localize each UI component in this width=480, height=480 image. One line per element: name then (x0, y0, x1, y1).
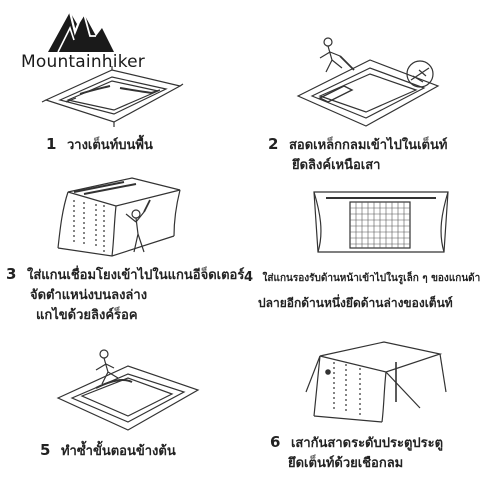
mountain-logo-icon (46, 6, 116, 54)
step-number: 2 (268, 135, 279, 153)
step-number: 3 (6, 265, 17, 283)
illustration-step-2 (292, 30, 442, 132)
brand-name: Mountainhiker (21, 52, 145, 72)
step-text: ปลายอีกด้านหนึ่งยึดด้านล่างของเต็นท์ (258, 296, 453, 310)
step-number: 5 (40, 441, 51, 459)
step-text: สอดเหล็กกลมเข้าไปในเต็นท์ (288, 138, 448, 153)
illustration-step-5 (52, 338, 202, 438)
illustration-step-1 (40, 60, 185, 132)
illustration-step-6 (300, 332, 450, 428)
step-text: ยึดเต็นท์ด้วยเชือกลม (288, 456, 404, 471)
step-text: จัดตำแหน่งบนลงล่าง (30, 288, 148, 303)
step-text: เสากันสาดระดับประตูประตู (290, 436, 444, 451)
step-number: 6 (270, 433, 281, 451)
step-text: ทำซ้ำขั้นตอนข้างต้น (60, 444, 176, 459)
step-number: 4 (244, 270, 254, 285)
caption-step-3: 3 ใส่แกนเชื่อมโยงเข้าไปในแกนอีจ็ดเตอร์ จ… (6, 264, 244, 326)
caption-step-4: 4 ใส่แกนรองรับด้านหน้าเข้าไปในรูเล็ก ๆ ข… (244, 268, 480, 313)
caption-step-1: 1 วางเต็นท์บนพื้น (46, 134, 153, 156)
step-text: แกไขด้วยลิงค์ร็อค (36, 308, 138, 323)
step-text: วางเต็นท์บนพื้น (66, 138, 153, 153)
brand-logo: Mountainhiker (8, 6, 158, 76)
caption-step-2: 2 สอดเหล็กกลมเข้าไปในเต็นท์ ยึดลิงค์เหนื… (268, 134, 447, 176)
caption-step-5: 5 ทำซ้ำขั้นตอนข้างต้น (40, 440, 176, 462)
step-text: ยึดลิงค์เหนือเสา (292, 158, 381, 173)
step-text: ใส่แกนเชื่อมโยงเข้าไปในแกนอีจ็ดเตอร์ (26, 268, 245, 283)
caption-step-6: 6 เสากันสาดระดับประตูประตู ยึดเต็นท์ด้วย… (270, 432, 443, 474)
illustration-step-3 (44, 170, 194, 262)
step-text: ใส่แกนรองรับด้านหน้าเข้าไปในรูเล็ก ๆ ของ… (262, 273, 480, 284)
step-number: 1 (46, 135, 57, 153)
illustration-step-4 (306, 172, 456, 262)
